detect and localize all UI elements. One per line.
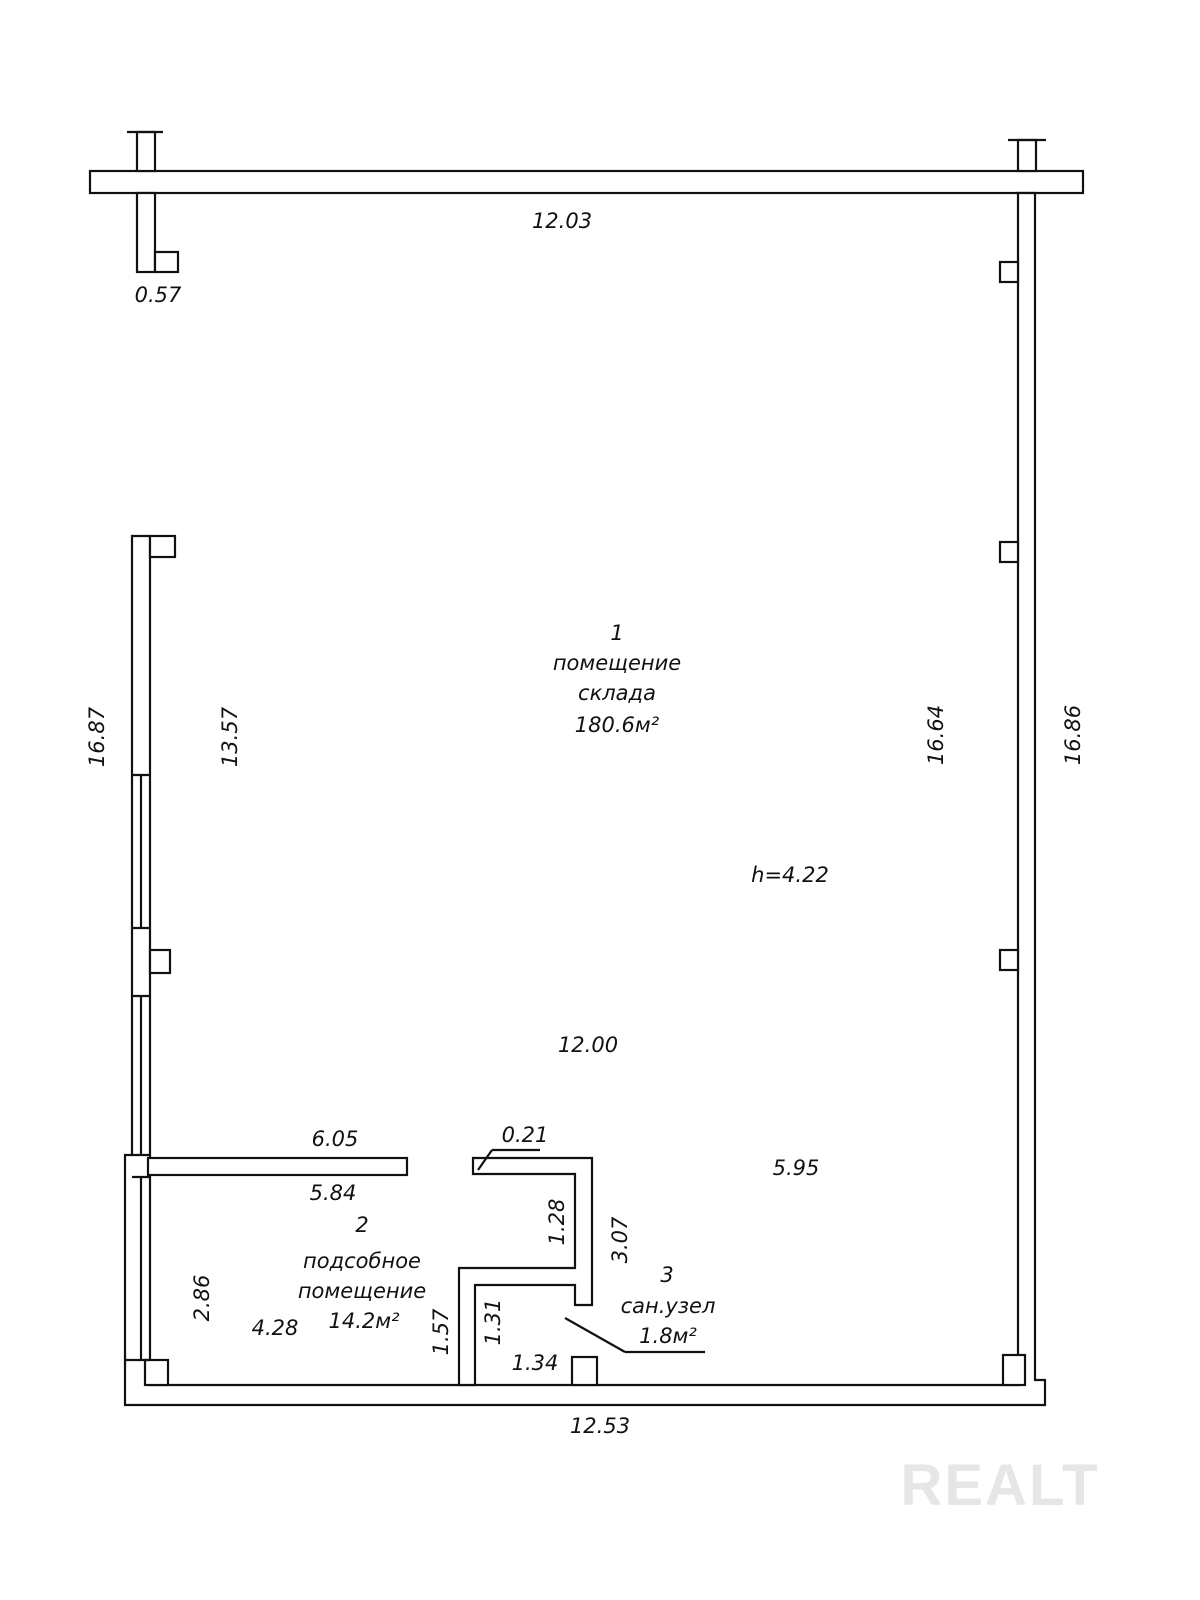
pilaster [153,250,180,274]
dim-wc-vertical-upper: 1.28 [545,1199,569,1246]
dim-room2-height: 2.86 [190,1275,214,1322]
room-3-name: сан.узел [621,1294,716,1318]
room-2-name: подсобное [303,1249,421,1273]
dim-top-left-stub: 0.57 [135,283,182,307]
dim-left-inner: 13.57 [218,706,242,767]
dim-bottom-width: 12.53 [570,1414,630,1438]
leader-line [477,1149,493,1171]
dim-room2-width: 4.28 [252,1316,299,1340]
pilaster [148,948,172,975]
dim-partition-bottom: 5.84 [310,1181,357,1205]
dim-mid-width: 12.00 [558,1033,618,1057]
dim-wc-bottom: 1.34 [512,1351,559,1375]
windows [125,773,150,1362]
pilaster [998,948,1020,972]
dim-room2-right: 1.57 [429,1308,453,1355]
dim-top-width: 12.03 [532,209,592,233]
dim-stub: 0.21 [502,1123,549,1147]
room-3-area: 1.8м² [639,1324,697,1348]
room-2-area: 14.2м² [328,1309,400,1333]
top-left-column-stub [135,130,157,173]
room-2-number: 2 [355,1213,368,1237]
partition-wall [146,1156,409,1177]
wc-walls [457,1156,594,1387]
leader-line [564,1317,626,1353]
room-2-name-2: помещение [298,1279,426,1303]
dim-wc-vertical: 3.07 [608,1216,632,1263]
dim-height: h=4.22 [751,863,829,887]
room-1-name-2: склада [578,681,656,705]
realt-watermark: REALT [900,1453,1099,1518]
room-1-name: помещение [553,651,681,675]
pilaster [143,1358,170,1387]
pilaster [998,540,1020,564]
top-right-column-stub [1016,138,1038,173]
pilaster [998,260,1020,284]
dim-right-section: 5.95 [773,1156,820,1180]
pilaster [1001,1353,1027,1387]
pilaster [570,1355,599,1387]
dim-wc-left: 1.31 [481,1299,505,1346]
pilaster [148,534,177,559]
left-column [135,191,157,274]
room-1-number: 1 [610,621,623,645]
room-1-area: 180.6м² [575,713,660,737]
dim-left-outer: 16.87 [85,706,109,767]
dim-partition-top: 6.05 [312,1127,359,1151]
room-3-number: 3 [660,1263,673,1287]
dim-right-outer: 16.86 [1061,705,1085,765]
dim-right-inner: 16.64 [924,705,948,765]
top-beam [88,169,1085,195]
